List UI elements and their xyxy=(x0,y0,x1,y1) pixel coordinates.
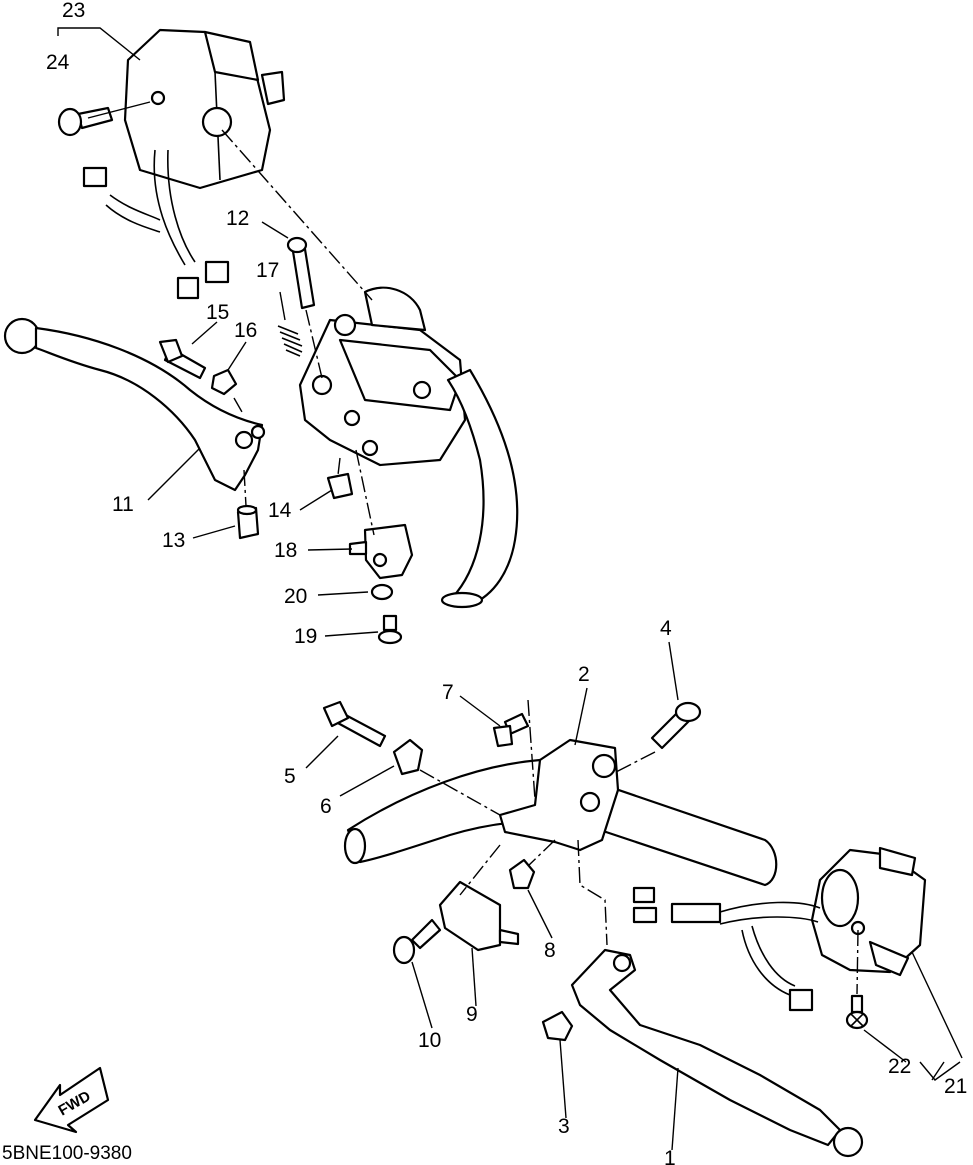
washer-20 xyxy=(370,583,394,601)
callout-8: 8 xyxy=(544,939,556,962)
callout-11: 11 xyxy=(112,493,134,516)
right-handlebar-switch xyxy=(82,28,286,300)
bolt-5 xyxy=(322,700,387,748)
callout-23: 23 xyxy=(62,0,86,22)
boot-14 xyxy=(326,472,354,500)
callout-21: 21 xyxy=(944,1075,968,1098)
callout-5: 5 xyxy=(284,765,296,788)
callout-9: 9 xyxy=(466,1003,478,1026)
nut-8 xyxy=(508,858,536,890)
screw-10 xyxy=(392,918,442,965)
bolt-4 xyxy=(650,701,702,750)
spring-17 xyxy=(277,325,303,357)
callout-14: 14 xyxy=(268,499,292,522)
left-handlebar-switch xyxy=(632,846,927,1012)
clutch-lever-holder xyxy=(498,738,620,852)
screw-7 xyxy=(492,712,530,748)
nut-6 xyxy=(392,738,424,776)
callout-3: 3 xyxy=(558,1115,570,1138)
lower-handlebar-tube xyxy=(343,758,778,887)
callout-1: 1 xyxy=(664,1147,676,1165)
front-brake-lever xyxy=(3,317,266,492)
upper-leader-lines xyxy=(57,27,379,637)
callout-20: 20 xyxy=(284,585,308,608)
callout-12: 12 xyxy=(226,207,250,230)
callout-10: 10 xyxy=(418,1029,442,1052)
fwd-arrow: FWD xyxy=(33,1066,110,1134)
brake-master-cylinder xyxy=(298,286,467,467)
bolt-12 xyxy=(286,236,316,310)
screw-22 xyxy=(845,994,869,1030)
diagram-code: 5BNE100-9380 xyxy=(2,1143,132,1164)
callout-2: 2 xyxy=(578,663,590,686)
screw-19 xyxy=(377,614,403,645)
callout-13: 13 xyxy=(162,529,186,552)
upper-handlebar-grip xyxy=(440,368,519,609)
callout-7: 7 xyxy=(442,681,454,704)
clutch-switch-9 xyxy=(438,880,520,952)
nut-16 xyxy=(210,368,238,396)
callout-19: 19 xyxy=(294,625,318,648)
lever-bolt-15 xyxy=(158,338,207,380)
callout-22: 22 xyxy=(888,1055,912,1078)
brake-light-switch-18 xyxy=(348,523,414,580)
callout-24: 24 xyxy=(46,51,70,74)
callout-6: 6 xyxy=(320,795,332,818)
switch-screw-24 xyxy=(57,106,114,137)
callout-16: 16 xyxy=(234,319,258,342)
callout-18: 18 xyxy=(274,539,298,562)
callout-15: 15 xyxy=(206,301,230,324)
callout-4: 4 xyxy=(660,617,672,640)
lower-leader-lines xyxy=(305,641,963,1151)
collar-3 xyxy=(541,1010,574,1042)
callout-17: 17 xyxy=(256,259,280,282)
clutch-lever xyxy=(570,948,864,1158)
collar-13 xyxy=(236,504,260,540)
